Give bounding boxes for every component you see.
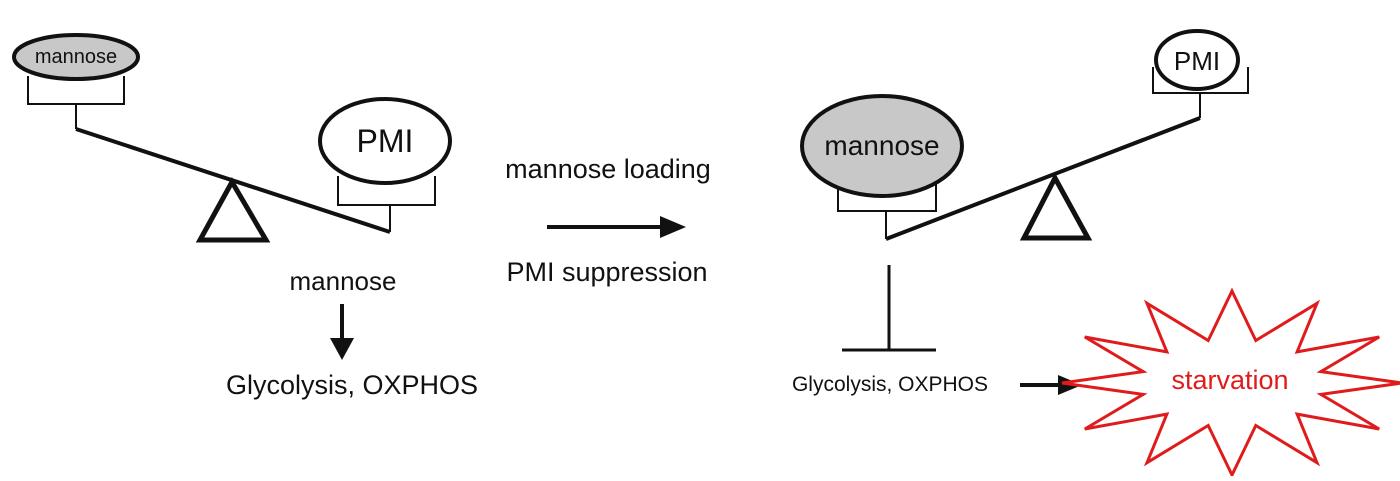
right-mannose-weight-label: mannose <box>824 130 939 161</box>
inhibition-symbol <box>842 265 936 352</box>
right-pmi-weight <box>1154 29 1240 91</box>
left-pmi-weight <box>318 97 452 185</box>
left-pmi-weight-label: PMI <box>357 123 414 159</box>
starvation-starburst: starvation <box>1061 287 1400 479</box>
pmi-suppression-label: PMI suppression <box>506 257 707 287</box>
right-mannose-weight <box>800 94 964 198</box>
right-large-pan: mannose <box>800 94 964 239</box>
left-beam <box>75 127 391 234</box>
left-mannose-weight <box>12 33 140 81</box>
right-small-pan: PMI <box>1152 29 1249 118</box>
right-balance-scale: mannose PMI <box>800 29 1249 241</box>
starvation-label: starvation <box>1171 365 1288 395</box>
left-fulcrum <box>195 176 271 243</box>
right-beam <box>885 116 1201 241</box>
down-arrow <box>330 304 354 360</box>
starburst-shape <box>1061 287 1400 479</box>
left-balance-scale: mannose PMI <box>12 33 452 243</box>
right-fulcrum <box>1019 172 1093 241</box>
transition-arrow <box>547 216 686 238</box>
left-mannose-flux-label: mannose <box>290 266 397 296</box>
right-glycolysis-oxphos-label: Glycolysis, OXPHOS <box>792 373 988 396</box>
left-mannose-weight-label: mannose <box>35 46 117 68</box>
left-glycolysis-oxphos-label: Glycolysis, OXPHOS <box>226 370 478 400</box>
mannose-loading-label: mannose loading <box>505 154 711 184</box>
left-large-pan: PMI <box>318 97 452 232</box>
left-small-pan: mannose <box>12 33 140 129</box>
right-pmi-weight-label: PMI <box>1174 46 1220 76</box>
